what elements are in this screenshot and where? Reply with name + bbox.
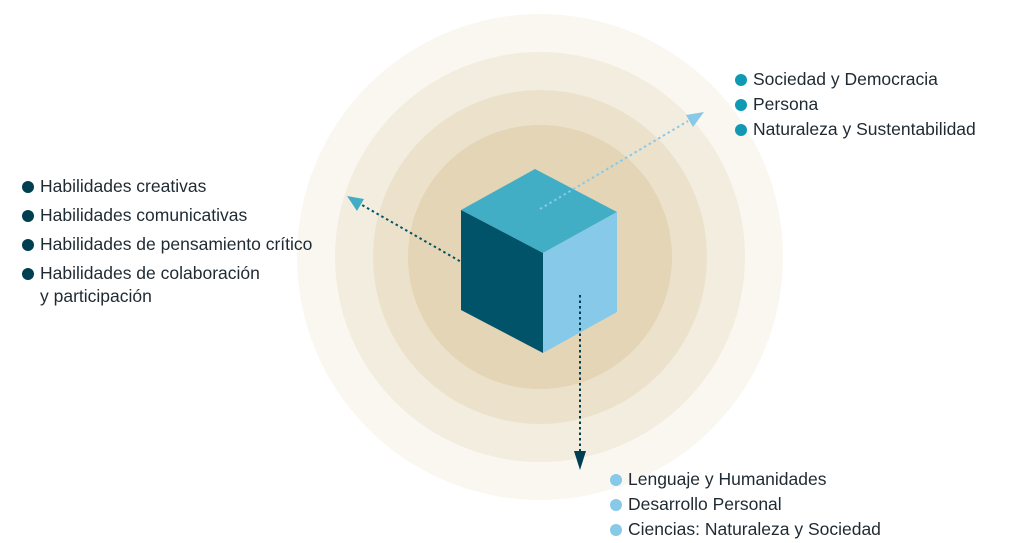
- legend-item: Lenguaje y Humanidades: [610, 468, 930, 491]
- arrow-left-head: [347, 196, 364, 211]
- legend-disciplines: Lenguaje y Humanidades Desarrollo Person…: [610, 468, 930, 543]
- legend-item: Habilidades de colaboración y participac…: [22, 262, 362, 308]
- cube: [461, 169, 617, 353]
- legend-skills: Habilidades creativas Habilidades comuni…: [22, 175, 362, 314]
- bullet-dot: [22, 181, 34, 193]
- legend-item: Desarrollo Personal: [610, 493, 930, 516]
- cube-right-face: [543, 212, 617, 353]
- legend-item: Sociedad y Democracia: [735, 68, 1035, 91]
- bullet-dot: [610, 524, 622, 536]
- legend-label: Ciencias: Naturaleza y Sociedad: [628, 519, 881, 539]
- arrow-left: [347, 196, 499, 284]
- legend-label: Persona: [753, 94, 819, 114]
- legend-item: Naturaleza y Sustentabilidad: [735, 118, 1035, 141]
- arrow-right-head: [686, 112, 704, 127]
- bullet-dot: [22, 239, 34, 251]
- legend-item: Ciencias: Naturaleza y Sociedad: [610, 518, 930, 541]
- cube-top-face: [461, 169, 617, 253]
- legend-label: Habilidades creativas: [40, 176, 207, 196]
- legend-label: Habilidades de pensamiento crítico: [40, 234, 313, 254]
- legend-label: Lenguaje y Humanidades: [628, 469, 827, 489]
- legend-themes: Sociedad y Democracia Persona Naturaleza…: [735, 68, 1035, 143]
- bullet-dot: [610, 474, 622, 486]
- cube-left-face: [461, 210, 543, 353]
- bullet-dot: [22, 268, 34, 280]
- arrow-down: [574, 295, 586, 470]
- bullet-dot: [610, 499, 622, 511]
- legend-label: Habilidades de colaboración: [40, 263, 260, 283]
- legend-item: Persona: [735, 93, 1035, 116]
- arrow-down-head: [574, 451, 586, 470]
- legend-item: Habilidades comunicativas: [22, 204, 362, 227]
- bullet-dot: [735, 74, 747, 86]
- bullet-dot: [22, 210, 34, 222]
- bullet-dot: [735, 124, 747, 136]
- legend-label: Naturaleza y Sustentabilidad: [753, 119, 976, 139]
- legend-item: Habilidades creativas: [22, 175, 362, 198]
- legend-label-continued: y participación: [40, 286, 152, 306]
- legend-label: Sociedad y Democracia: [753, 69, 938, 89]
- legend-label: Habilidades comunicativas: [40, 205, 248, 225]
- legend-label: Desarrollo Personal: [628, 494, 782, 514]
- bullet-dot: [735, 99, 747, 111]
- legend-item: Habilidades de pensamiento crítico: [22, 233, 362, 256]
- arrow-right: [539, 112, 704, 210]
